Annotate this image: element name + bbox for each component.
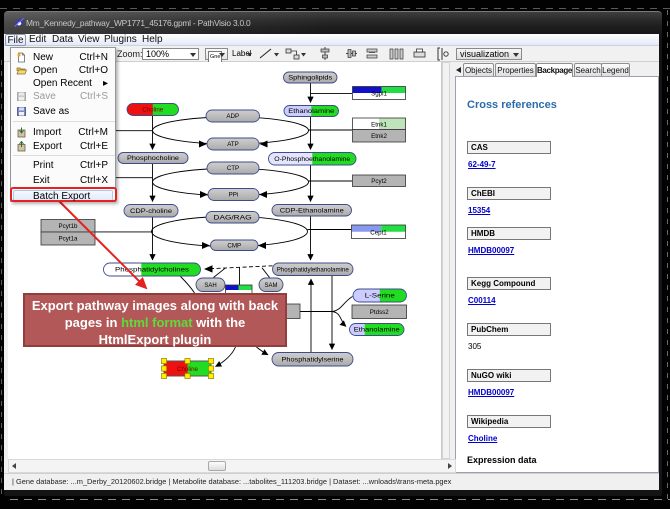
- svg-text:Phosphatidylcholines: Phosphatidylcholines: [115, 267, 189, 274]
- svg-text:Sgpl1: Sgpl1: [371, 91, 387, 98]
- svg-text:CTP: CTP: [227, 165, 239, 172]
- svg-text:Sphingolipids: Sphingolipids: [288, 75, 332, 82]
- svg-text:Ptdss2: Ptdss2: [370, 309, 389, 316]
- svg-text:Pcyt1b: Pcyt1b: [59, 223, 78, 230]
- svg-text:Ethanolamine: Ethanolamine: [354, 327, 401, 334]
- svg-text:Cept1: Cept1: [370, 229, 387, 236]
- svg-text:Etnk2: Etnk2: [371, 133, 387, 140]
- svg-text:SAH: SAH: [204, 283, 216, 289]
- svg-text:Pcyt1a: Pcyt1a: [59, 236, 78, 243]
- svg-text:Phosphocholine: Phosphocholine: [127, 155, 180, 162]
- svg-text:ATP: ATP: [227, 141, 239, 148]
- svg-text:O-Phosphoethanolamine: O-Phosphoethanolamine: [274, 156, 351, 163]
- svg-text:Phosphatidylethanolamine: Phosphatidylethanolamine: [277, 267, 350, 273]
- svg-text:Pcyt2: Pcyt2: [371, 178, 387, 185]
- svg-text:Phosphatidylserine: Phosphatidylserine: [282, 356, 345, 363]
- svg-text:CDP-choline: CDP-choline: [130, 208, 173, 215]
- svg-text:PPi: PPi: [229, 192, 239, 199]
- svg-text:SAM: SAM: [264, 283, 277, 289]
- svg-text:DAG/RAG: DAG/RAG: [214, 214, 252, 221]
- svg-text:CMP: CMP: [227, 242, 241, 249]
- svg-text:Etnk1: Etnk1: [371, 121, 387, 128]
- svg-text:CDP-Ethanolamine: CDP-Ethanolamine: [280, 207, 345, 214]
- svg-text:L-Serine: L-Serine: [365, 293, 396, 300]
- svg-text:Label: Label: [232, 49, 252, 58]
- svg-text:Choline: Choline: [142, 107, 164, 114]
- svg-text:Ethanolamine: Ethanolamine: [288, 108, 335, 115]
- svg-text:ADP: ADP: [226, 113, 239, 120]
- svg-text:Choline: Choline: [177, 366, 199, 373]
